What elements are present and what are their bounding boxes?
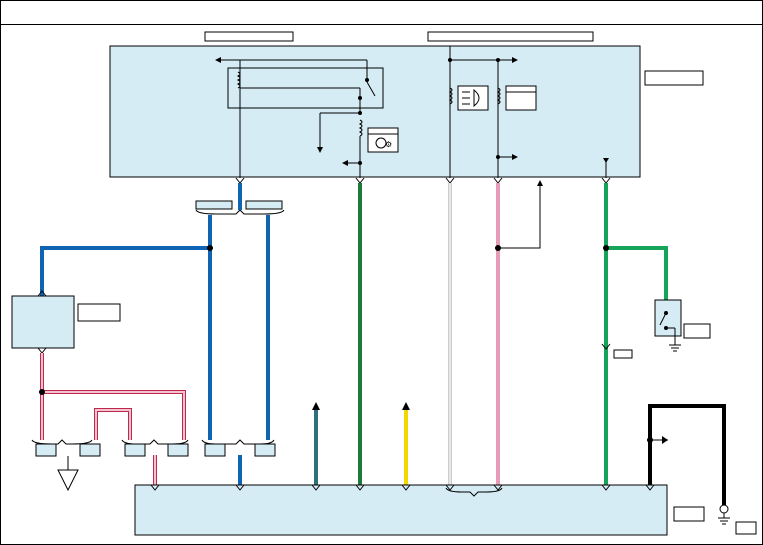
module-connector-arrows — [235, 177, 611, 184]
black-wire — [648, 404, 726, 505]
bottom-module-connector-arrows — [150, 484, 655, 491]
pass-ref-label — [613, 349, 633, 359]
svg-text:⚙: ⚙ — [385, 140, 392, 149]
switch-right — [654, 299, 682, 352]
fuse-label-box — [505, 85, 537, 111]
module-ref-label — [644, 70, 704, 86]
ground-icon — [718, 504, 730, 525]
pink-red-wire — [40, 353, 186, 485]
switch-left — [11, 295, 75, 349]
splice-label-left — [195, 200, 233, 210]
fog-lamp-icon — [457, 85, 489, 111]
green-wire — [604, 183, 668, 485]
ground-ref-label — [735, 521, 757, 535]
bottom-module — [134, 484, 668, 536]
splice-label-right — [245, 200, 283, 210]
module-panel — [109, 45, 641, 178]
yellow-wire — [402, 402, 410, 485]
ground-icon — [57, 469, 79, 492]
fuse-box-right-label — [427, 31, 594, 42]
ground-icon — [669, 344, 681, 352]
blue-wire — [40, 183, 270, 485]
title-bar — [0, 0, 763, 25]
fuse-icon — [358, 119, 363, 137]
teal-wire — [312, 402, 320, 485]
relay-icon — [227, 59, 384, 178]
fuse-icon — [496, 87, 501, 105]
module-bracket — [445, 487, 503, 497]
switch-left-ref-label — [77, 303, 121, 322]
indicator-icon: ⚙ — [367, 127, 399, 153]
bottom-connector-labels — [31, 439, 276, 457]
switch-right-ref-label — [683, 323, 711, 339]
pink-wire — [496, 180, 543, 485]
fuse-icon — [448, 87, 453, 105]
bottom-module-ref-label — [673, 506, 705, 522]
fuse-box-left-label — [204, 31, 294, 42]
